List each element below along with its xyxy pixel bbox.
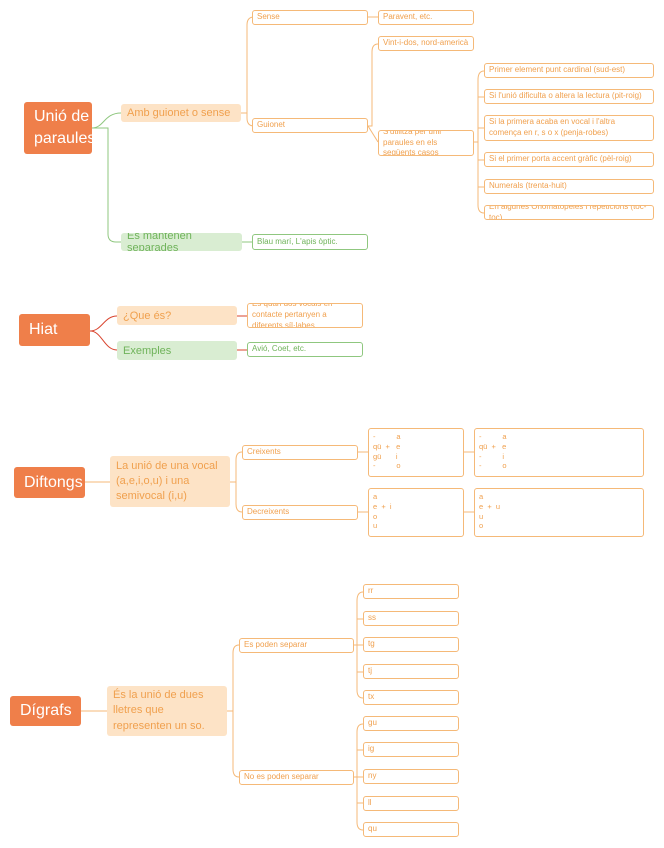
leaf-digraf-rr[interactable]: rr bbox=[363, 584, 459, 599]
leaf-cas-6[interactable]: En algunes Onomatopeies i repeticions (t… bbox=[484, 205, 654, 220]
root-unio-paraules[interactable]: Unió de paraules bbox=[24, 102, 92, 154]
leaf-hiat-definicio[interactable]: És quan dos vocals en contacte pertanyen… bbox=[247, 303, 363, 328]
leaf-creixents[interactable]: Creixents bbox=[242, 445, 358, 460]
leaf-vint-i-dos[interactable]: Vint-i-dos, nord-americà bbox=[378, 36, 474, 51]
leaf-creixents-table-b[interactable]: - a qü + e - i - o bbox=[474, 428, 644, 477]
leaf-sense-example[interactable]: Paravent, etc. bbox=[378, 10, 474, 25]
leaf-cas-1[interactable]: Primer element punt cardinal (sud-est) bbox=[484, 63, 654, 78]
leaf-separades-example[interactable]: Blau marí, L'apis òptic. bbox=[252, 234, 368, 250]
leaf-decreixents[interactable]: Decreixents bbox=[242, 505, 358, 520]
leaf-digraf-tg[interactable]: tg bbox=[363, 637, 459, 652]
leaf-digraf-gu[interactable]: gu bbox=[363, 716, 459, 731]
leaf-digraf-ny[interactable]: ny bbox=[363, 769, 459, 784]
topic-separades[interactable]: Es mantenen separades bbox=[121, 233, 242, 251]
topic-que-es[interactable]: ¿Que és? bbox=[117, 306, 237, 325]
leaf-cas-2[interactable]: Si l'unió dificulta o altera la lectura … bbox=[484, 89, 654, 104]
leaf-decreixents-table-b[interactable]: a e + u u o bbox=[474, 488, 644, 537]
leaf-decreixents-table-a[interactable]: a e + i o u bbox=[368, 488, 464, 537]
root-hiat[interactable]: Hiat bbox=[19, 314, 90, 346]
leaf-digraf-ig[interactable]: ig bbox=[363, 742, 459, 757]
topic-diftongs-definicio[interactable]: La unió de una vocal (a,e,i,o,u) i una s… bbox=[110, 456, 230, 507]
leaf-cas-5[interactable]: Numerals (trenta-huit) bbox=[484, 179, 654, 194]
leaf-cas-4[interactable]: Si el primer porta accent gràfic (pèl-ro… bbox=[484, 152, 654, 167]
leaf-cas-3[interactable]: Si la primera acaba en vocal i l'altra c… bbox=[484, 115, 654, 141]
leaf-digraf-ss[interactable]: ss bbox=[363, 611, 459, 626]
root-diftongs[interactable]: Diftongs bbox=[14, 467, 85, 498]
topic-exemples[interactable]: Exemples bbox=[117, 341, 237, 360]
root-digrafs[interactable]: Dígrafs bbox=[10, 696, 81, 726]
leaf-creixents-table-a[interactable]: - a qü + e gü i - o bbox=[368, 428, 464, 477]
leaf-digraf-qu[interactable]: qu bbox=[363, 822, 459, 837]
leaf-hiat-exemples[interactable]: Avió, Coet, etc. bbox=[247, 342, 363, 357]
leaf-digraf-tj[interactable]: tj bbox=[363, 664, 459, 679]
leaf-digraf-ll[interactable]: ll bbox=[363, 796, 459, 811]
leaf-digraf-tx[interactable]: tx bbox=[363, 690, 459, 705]
leaf-s-utilitza[interactable]: S'utilitza per unir paraules en els segü… bbox=[378, 130, 474, 156]
topic-digrafs-definicio[interactable]: És la unió de dues lletres que represent… bbox=[107, 686, 227, 736]
leaf-sense[interactable]: Sense bbox=[252, 10, 368, 25]
topic-amb-guionet[interactable]: Amb guionet o sense bbox=[121, 104, 241, 122]
leaf-es-poden-separar[interactable]: Es poden separar bbox=[239, 638, 354, 653]
leaf-guionet[interactable]: Guionet bbox=[252, 118, 368, 133]
leaf-no-es-poden-separar[interactable]: No es poden separar bbox=[239, 770, 354, 785]
